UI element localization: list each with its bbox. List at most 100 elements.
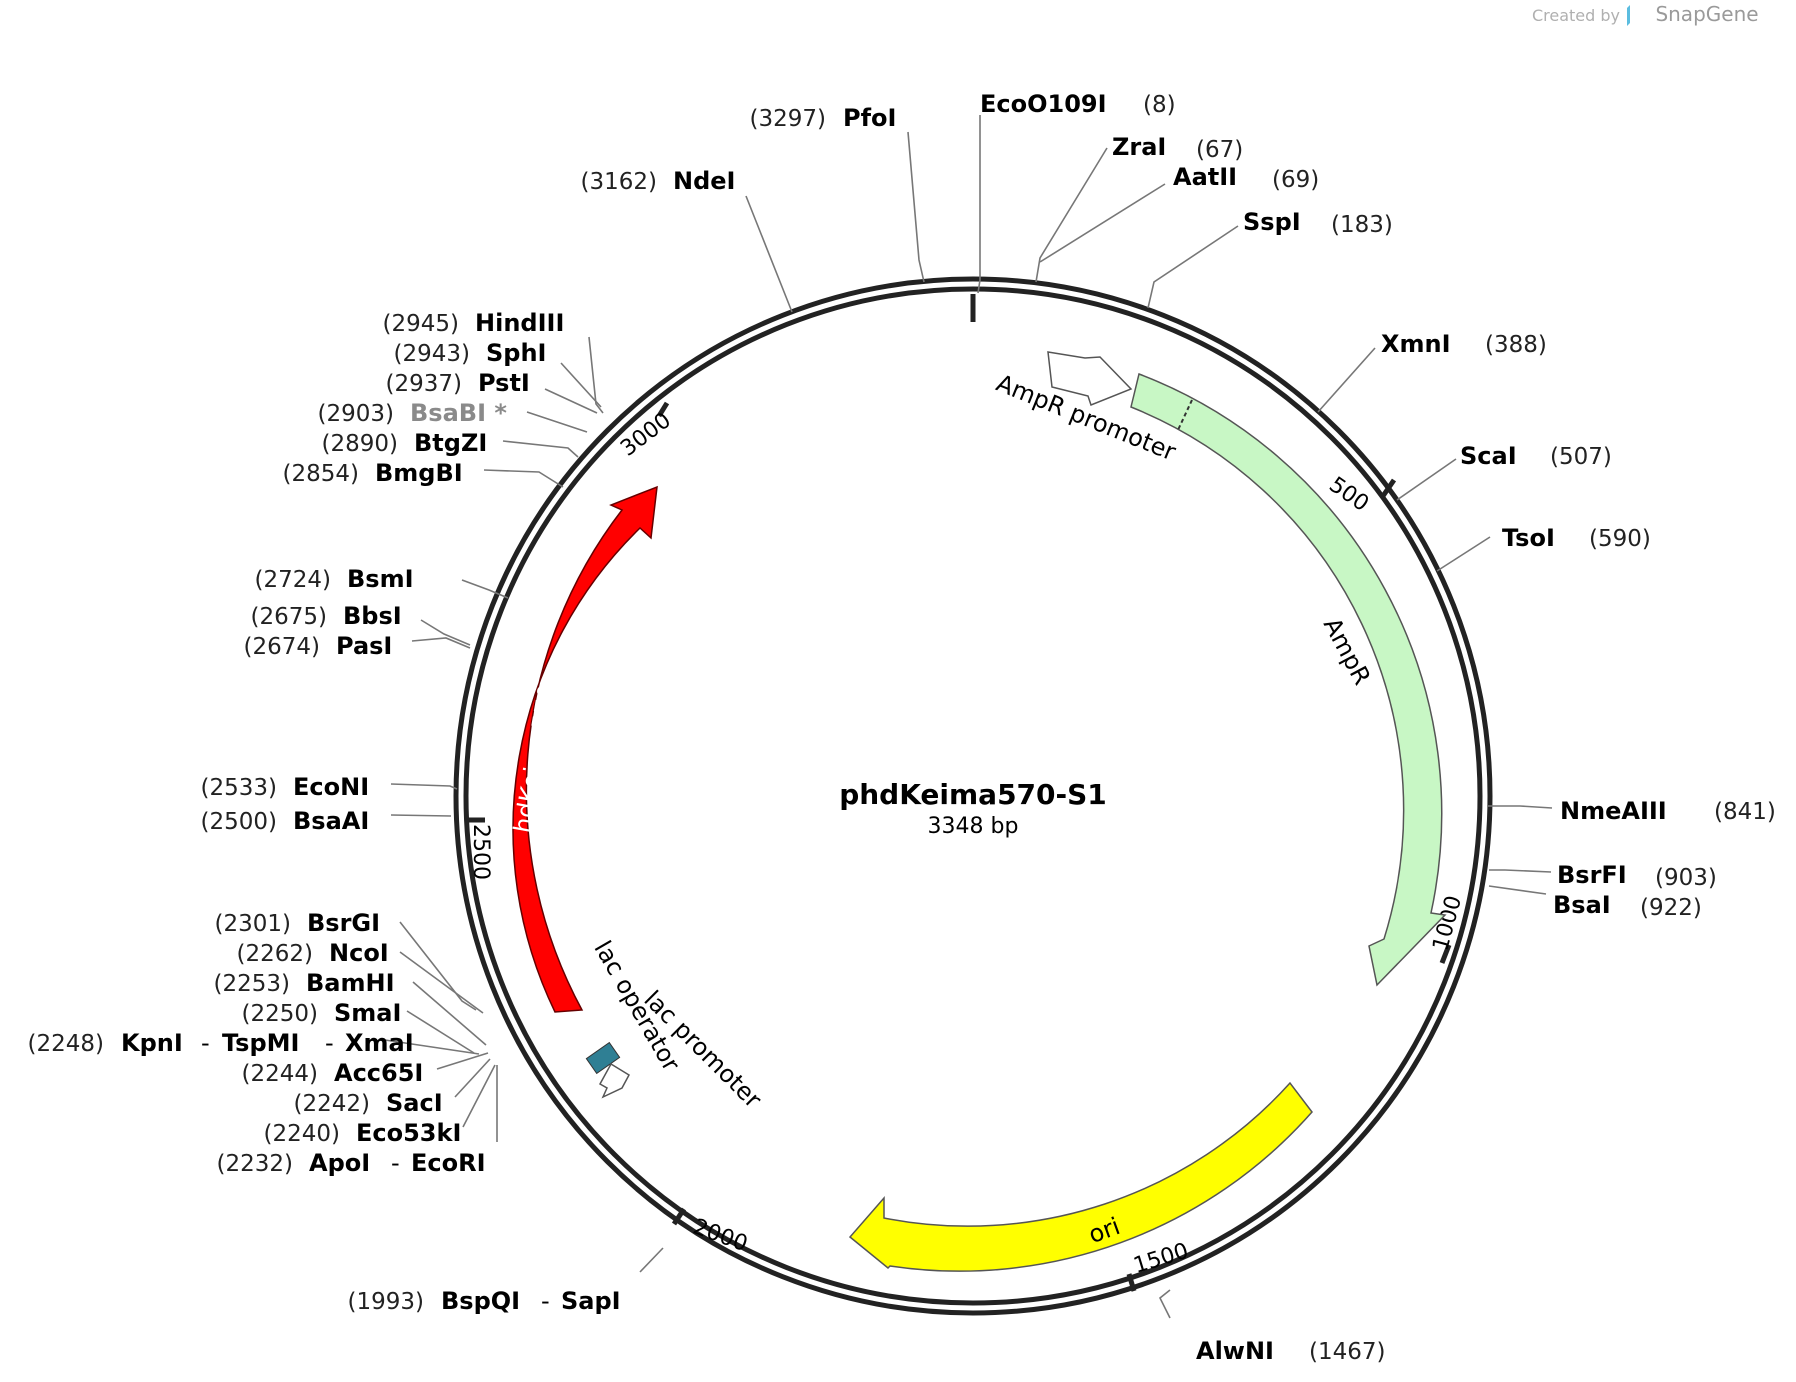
hdkeima570-label: hdKeima570	[508, 682, 562, 835]
site-kpni-name[interactable]: KpnI	[121, 1029, 183, 1057]
site-eco53ki-pos: (2240)	[264, 1121, 340, 1147]
site-bbsi-name[interactable]: BbsI	[343, 602, 402, 630]
site-xmni-pos: (388)	[1485, 332, 1547, 358]
site-scai-pos: (507)	[1550, 444, 1612, 470]
site-zrai-name[interactable]: ZraI	[1112, 133, 1166, 161]
credit-created-by: Created by	[1532, 6, 1620, 25]
site-acc65i-name[interactable]: Acc65I	[334, 1059, 423, 1087]
site-bsai-pos: (922)	[1640, 895, 1702, 921]
site-bamhi-name[interactable]: BamHI	[306, 969, 395, 997]
site-sspi-pos: (183)	[1331, 212, 1393, 238]
ampr-junction-mark	[1177, 399, 1193, 431]
plasmid-length: 3348 bp	[928, 814, 1019, 839]
tick-3000-mark	[656, 401, 670, 418]
site-kpni-dash-1: -	[201, 1029, 210, 1057]
site-bsrfi-pos: (903)	[1655, 865, 1717, 891]
site-saci-name[interactable]: SacI	[386, 1089, 443, 1117]
site-zrai-pos: (67)	[1196, 137, 1243, 163]
site-bsrgi-name[interactable]: BsrGI	[307, 909, 380, 937]
site-alwni-name[interactable]: AlwNI	[1196, 1337, 1274, 1365]
site-bspqi-name[interactable]: BspQI	[441, 1287, 520, 1315]
site-eco53ki-name[interactable]: Eco53kI	[356, 1119, 461, 1147]
site-apoi-name[interactable]: ApoI	[309, 1149, 370, 1177]
site-kpni-dash-2: -	[325, 1029, 334, 1057]
site-apoi-pos: (2232)	[217, 1151, 293, 1177]
ampr-promoter-arrow[interactable]	[1047, 351, 1133, 406]
tick-1500-mark	[1126, 1273, 1137, 1292]
site-bspqi-pos: (1993)	[348, 1289, 424, 1315]
backbone-outer-ring	[453, 276, 1493, 1316]
restriction-sites: EcoO109I (8) ZraI (67) AatII (69) SspI (…	[28, 90, 1776, 1365]
tick-2000-label: 2000	[690, 1215, 751, 1258]
hdkeima570-arrow[interactable]	[512, 485, 658, 1013]
site-sphi-pos: (2943)	[394, 341, 470, 367]
site-aatii-pos: (69)	[1272, 167, 1319, 193]
site-ncoi-name[interactable]: NcoI	[329, 939, 389, 967]
site-kpni-pos: (2248)	[28, 1031, 104, 1057]
plasmid-name: phdKeima570-S1	[839, 778, 1107, 811]
ampr-gene-arrow[interactable]	[1130, 372, 1447, 987]
ori-arrow[interactable]	[848, 1081, 1313, 1272]
lac-promoter-arrow[interactable]	[598, 1062, 630, 1099]
tick-2500-label: 2500	[468, 824, 493, 880]
site-btgzi-pos: (2890)	[322, 431, 398, 457]
site-psti-name[interactable]: PstI	[478, 369, 530, 397]
site-pasi-pos: (2674)	[244, 634, 320, 660]
site-bbsi-pos: (2675)	[251, 604, 327, 630]
site-econi-name[interactable]: EcoNI	[293, 773, 369, 801]
site-pasi-name[interactable]: PasI	[336, 632, 392, 660]
backbone-inner-ring	[463, 286, 1483, 1306]
site-tspmi-name[interactable]: TspMI	[222, 1029, 299, 1057]
site-bsai-name[interactable]: BsaI	[1553, 891, 1611, 919]
site-hindiii-pos: (2945)	[383, 311, 459, 337]
site-bmgbi-pos: (2854)	[283, 461, 359, 487]
tick-500-mark	[1380, 478, 1397, 498]
lac-operator-box[interactable]	[585, 1041, 621, 1075]
site-sphi-name[interactable]: SphI	[486, 339, 546, 367]
site-ecoo109i-pos: (8)	[1143, 92, 1176, 118]
credit-brand: SnapGene	[1655, 2, 1758, 26]
site-ndei-name[interactable]: NdeI	[673, 167, 735, 195]
site-pfoi-name[interactable]: PfoI	[843, 104, 896, 132]
site-xmni-name[interactable]: XmnI	[1381, 330, 1451, 358]
site-bsaai-name[interactable]: BsaAI	[293, 807, 369, 835]
site-nmeaiii-name[interactable]: NmeAIII	[1560, 797, 1667, 825]
site-ncoi-pos: (2262)	[237, 941, 313, 967]
site-ecori-name[interactable]: EcoRI	[411, 1149, 486, 1177]
site-bspqi-dash: -	[541, 1287, 550, 1315]
site-tsoi-pos: (590)	[1589, 526, 1651, 552]
site-econi-pos: (2533)	[201, 775, 277, 801]
site-xmai-name[interactable]: XmaI	[345, 1029, 414, 1057]
site-leader-lines	[384, 115, 1553, 1319]
site-sapi-name[interactable]: SapI	[561, 1287, 621, 1315]
site-hindiii-name[interactable]: HindIII	[475, 309, 564, 337]
site-tsoi-name[interactable]: TsoI	[1502, 524, 1555, 552]
site-psti-pos: (2937)	[386, 371, 462, 397]
site-nmeaiii-pos: (841)	[1714, 799, 1776, 825]
site-aatii-name[interactable]: AatII	[1173, 163, 1237, 191]
site-saci-pos: (2242)	[294, 1091, 370, 1117]
site-sspi-name[interactable]: SspI	[1243, 208, 1301, 236]
site-ndei-pos: (3162)	[581, 169, 657, 195]
site-smai-pos: (2250)	[242, 1001, 318, 1027]
site-alwni-pos: (1467)	[1309, 1339, 1385, 1365]
site-btgzi-name[interactable]: BtgZI	[414, 429, 487, 457]
site-pfoi-pos: (3297)	[750, 106, 826, 132]
site-bamhi-pos: (2253)	[214, 971, 290, 997]
site-bmgbi-name[interactable]: BmgBI	[375, 459, 463, 487]
site-bsrgi-pos: (2301)	[215, 911, 291, 937]
site-smai-name[interactable]: SmaI	[334, 999, 401, 1027]
tick-1000-mark	[1439, 944, 1452, 964]
site-acc65i-pos: (2244)	[242, 1061, 318, 1087]
site-bsmi-pos: (2724)	[255, 567, 331, 593]
site-bsabi-pos: (2903)	[318, 401, 394, 427]
site-bsmi-name[interactable]: BsmI	[347, 565, 414, 593]
site-ecoo109i-name[interactable]: EcoO109I	[980, 90, 1107, 118]
tick-1500-label: 1500	[1131, 1239, 1192, 1279]
snapgene-logo-icon	[1627, 5, 1630, 26]
site-bsabi-name[interactable]: BsaBI *	[410, 399, 507, 427]
site-bsrfi-name[interactable]: BsrFI	[1557, 861, 1627, 889]
site-scai-name[interactable]: ScaI	[1460, 442, 1517, 470]
tick-2000-mark	[671, 1207, 687, 1226]
